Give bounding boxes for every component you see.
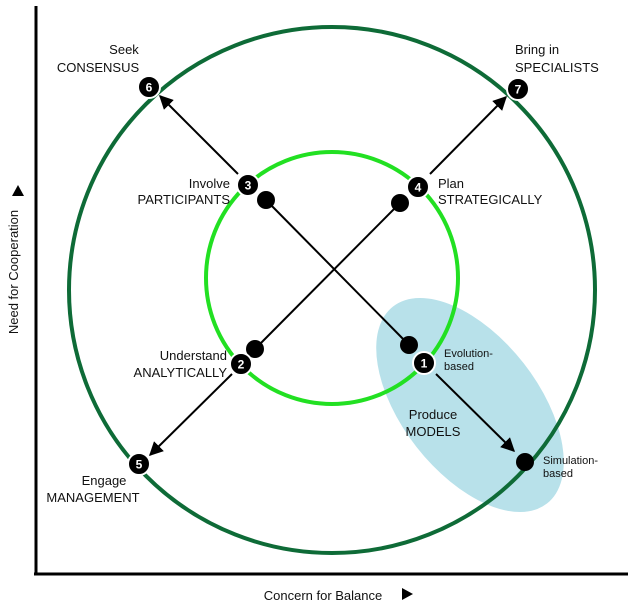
arrow-1-to-simulation [435,373,515,452]
simulation-label-line1: Simulation- [543,455,598,467]
junction-dot-evolution [400,336,418,354]
evolution-label-line1: Evolution- [444,348,493,360]
node-7: 7 [506,77,530,101]
junction-dot-lower-left [246,340,264,358]
node-2-label-line1: Understand [160,348,227,363]
node-6-label-line1: Seek [109,42,139,57]
arrow-4-to-7 [429,96,507,175]
arrow-2-to-5 [149,373,233,456]
node-5-label-line1: Engage [82,473,127,488]
node-3-label-line2: PARTICIPANTS [138,192,231,207]
node-4: 4 [406,175,430,199]
diagonal-line-3-to-1 [265,199,410,346]
node-1: 1 [412,351,436,375]
x-axis-arrow-icon [402,588,413,600]
node-3-number: 3 [245,179,252,193]
node-5: 5 [127,452,151,476]
node-3: 3 [236,173,260,197]
evolution-label-line2: based [444,361,474,373]
node-6: 6 [137,75,161,99]
diagonal-line-4-to-2 [254,202,401,350]
node-2: 2 [229,352,253,376]
node-2-label-line2: ANALYTICALLY [134,365,228,380]
arrow-3-to-6 [159,95,239,175]
models-label-line1: Produce [409,407,457,422]
node-4-number: 4 [415,181,422,195]
node-4-label-line2: STRATEGICALLY [438,192,543,207]
simulation-dot [516,453,534,471]
models-highlight-ellipse [376,297,564,513]
models-label-line2: MODELS [406,424,461,439]
node-2-number: 2 [238,358,245,372]
node-5-number: 5 [136,458,143,472]
node-7-label-line2: SPECIALISTS [515,60,599,75]
y-axis-arrow-icon [12,185,24,196]
junction-dot-upper-left [257,191,275,209]
inner-circle [204,150,460,406]
node-1-number: 1 [421,357,428,371]
node-5-label-line2: MANAGEMENT [46,490,139,505]
outer-circle [67,25,597,555]
node-6-number: 6 [146,81,153,95]
junction-dot-upper-right [391,194,409,212]
node-4-label-line1: Plan [438,176,464,191]
node-6-label-line2: CONSENSUS [57,60,140,75]
node-7-number: 7 [515,83,522,97]
x-axis-label: Concern for Balance [264,588,383,603]
y-axis-label: Need for Cooperation [6,210,21,334]
node-7-label-line1: Bring in [515,42,559,57]
node-3-label-line1: Involve [189,176,230,191]
simulation-label-line2: based [543,468,573,480]
